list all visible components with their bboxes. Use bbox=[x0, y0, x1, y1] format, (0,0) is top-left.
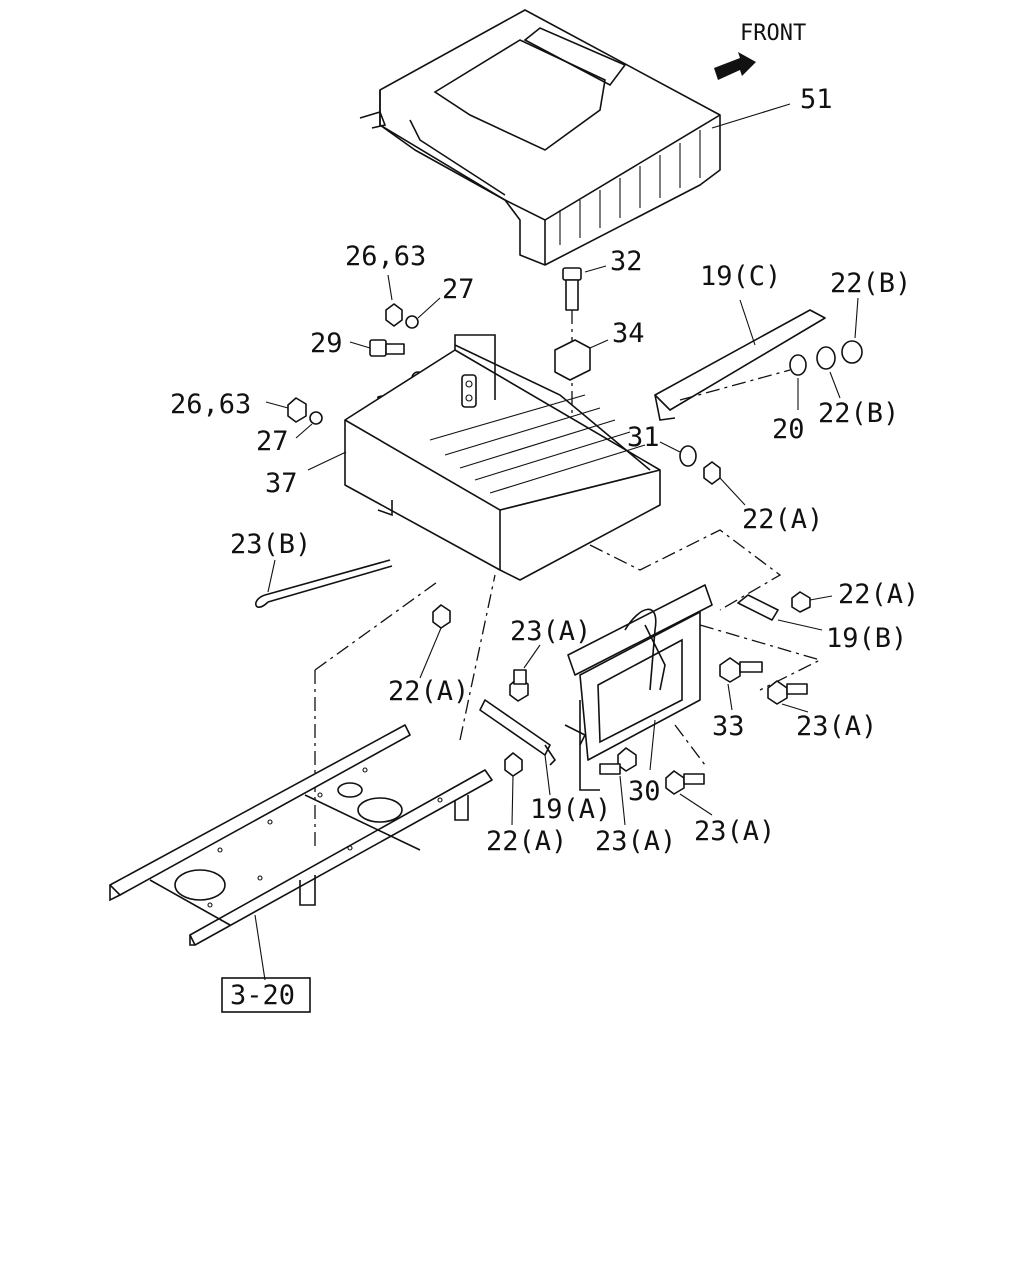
callout-22a-bottom: 22(A) bbox=[486, 826, 567, 857]
callout-23a-bottom-right: 23(A) bbox=[694, 816, 775, 847]
clip-34 bbox=[554, 339, 591, 381]
callout-33: 33 bbox=[712, 711, 745, 742]
callout-30: 30 bbox=[628, 776, 661, 807]
washer-27-left bbox=[309, 411, 323, 425]
callout-23a-right: 23(A) bbox=[796, 711, 877, 742]
bolt-32 bbox=[562, 267, 582, 311]
washer-20 bbox=[789, 354, 807, 376]
callout-51: 51 bbox=[800, 84, 833, 115]
nut-22b-outer bbox=[841, 340, 863, 364]
reference-box bbox=[221, 977, 311, 1013]
washer-27-top bbox=[405, 315, 419, 329]
nut-26-63-top bbox=[385, 303, 403, 327]
callout-22b-top: 22(B) bbox=[830, 268, 911, 299]
callout-23a-top: 23(A) bbox=[510, 616, 591, 647]
callout-27-top: 27 bbox=[442, 274, 475, 305]
nut-22b-inner bbox=[816, 346, 836, 370]
bolt-29 bbox=[369, 339, 405, 357]
bracket-19c bbox=[654, 309, 826, 421]
nut-22a-tray bbox=[703, 461, 721, 485]
callout-19a: 19(A) bbox=[530, 794, 611, 825]
bolt-23a-center bbox=[599, 747, 637, 775]
chassis-frame bbox=[109, 724, 493, 946]
front-label: FRONT bbox=[740, 21, 806, 46]
callout-37: 37 bbox=[265, 468, 298, 499]
nut-31 bbox=[679, 445, 697, 467]
callout-29: 29 bbox=[310, 328, 343, 359]
battery-cover bbox=[359, 9, 721, 266]
bolt-23a-right bbox=[767, 680, 808, 705]
callout-34: 34 bbox=[612, 318, 645, 349]
nut-22a-right bbox=[791, 591, 811, 613]
bolt-33 bbox=[719, 657, 763, 683]
callout-22a-right: 22(A) bbox=[838, 579, 919, 610]
callout-20: 20 bbox=[772, 414, 805, 445]
front-arrow-icon bbox=[714, 52, 756, 80]
callout-19c: 19(C) bbox=[700, 261, 781, 292]
bolt-23a-top bbox=[509, 669, 529, 702]
callout-31: 31 bbox=[627, 422, 660, 453]
callout-26-63-top: 26,63 bbox=[345, 241, 426, 272]
bracket-19a bbox=[479, 699, 587, 766]
bracket-19b bbox=[737, 594, 779, 621]
nut-26-63-left bbox=[287, 397, 307, 423]
callout-22a-under: 22(A) bbox=[388, 676, 469, 707]
nut-22a-under bbox=[432, 604, 451, 629]
callout-26-63-left: 26,63 bbox=[170, 389, 251, 420]
callout-32: 32 bbox=[610, 246, 643, 277]
bolt-23a-bottom-right bbox=[665, 770, 705, 795]
callout-22b-bottom: 22(B) bbox=[818, 398, 899, 429]
reference-box-label: 3-20 bbox=[230, 980, 295, 1011]
bracket-plate-30 bbox=[567, 584, 713, 791]
callout-23a-center: 23(A) bbox=[595, 826, 676, 857]
j-bolt-23b bbox=[255, 559, 393, 608]
callout-22a-tray: 22(A) bbox=[742, 504, 823, 535]
battery-tray-37 bbox=[344, 334, 661, 581]
nut-22a-bottom bbox=[504, 752, 523, 777]
callout-27-left: 27 bbox=[256, 426, 289, 457]
callout-19b: 19(B) bbox=[826, 623, 907, 654]
callout-23b: 23(B) bbox=[230, 529, 311, 560]
